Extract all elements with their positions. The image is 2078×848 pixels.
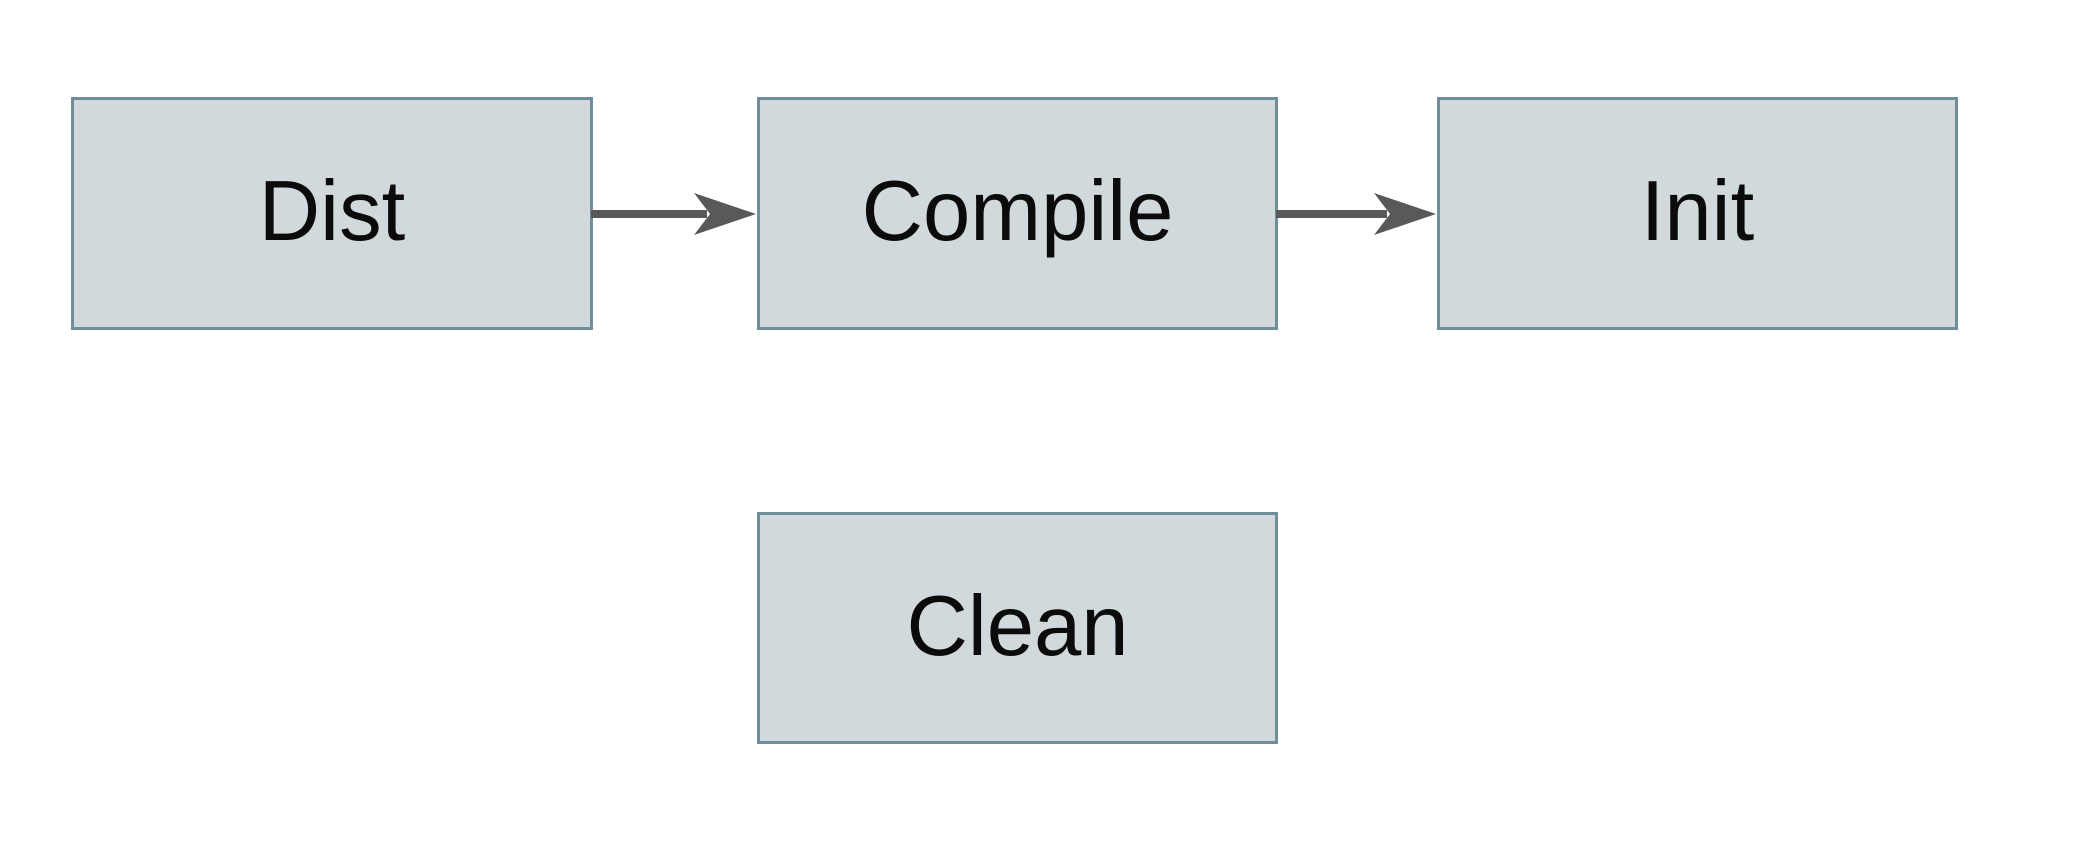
node-init: Init (1437, 97, 1958, 330)
node-compile-label: Compile (861, 164, 1174, 259)
arrow-head (694, 193, 756, 235)
arrow-compile-to-init-icon (1276, 193, 1436, 235)
arrow-dist-to-compile-icon (591, 193, 756, 235)
node-compile: Compile (757, 97, 1278, 330)
node-clean-label: Clean (906, 578, 1129, 674)
node-dist: Dist (71, 97, 593, 330)
arrow-head (1374, 193, 1436, 235)
node-clean: Clean (757, 512, 1278, 744)
node-dist-label: Dist (258, 164, 406, 259)
node-init-label: Init (1640, 164, 1755, 259)
